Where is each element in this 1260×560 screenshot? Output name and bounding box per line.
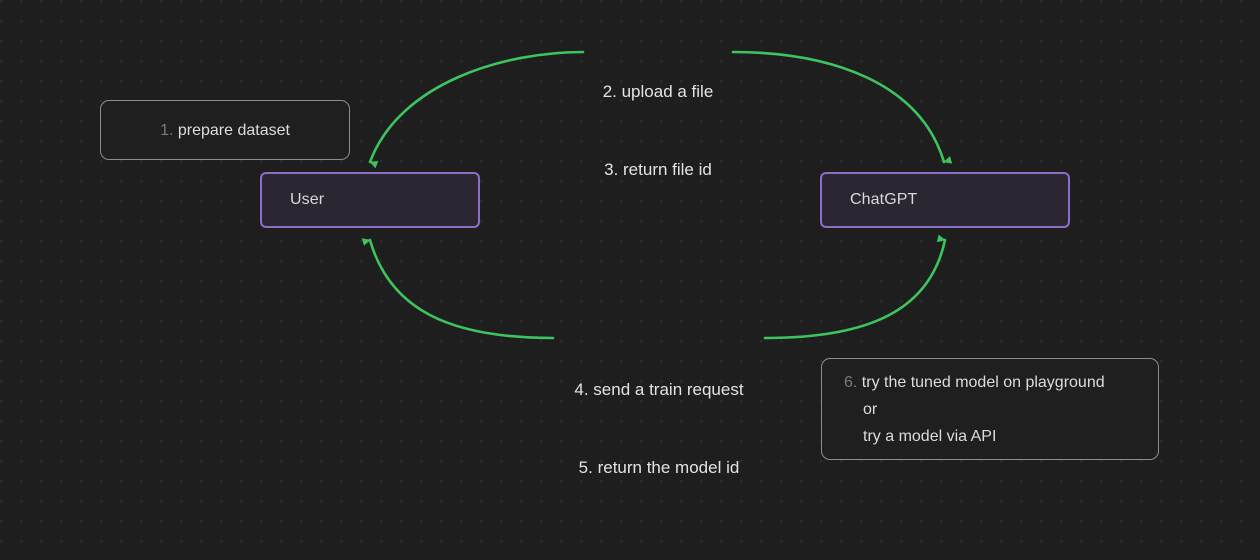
edge-label-user-to-chatgpt: 2. upload a file 3. return file id: [583, 27, 733, 235]
note-try-model-line1-text: try the tuned model on playground: [861, 373, 1105, 391]
note-try-model-line2: or: [844, 396, 1136, 423]
note-prepare-dataset-body: 1. prepare dataset: [101, 117, 349, 144]
node-chatgpt[interactable]: ChatGPT: [820, 172, 1070, 228]
edge-label-chatgpt-to-user-line2: 5. return the model id: [578, 458, 740, 477]
edge-path-chatgpt-to-user-left: [361, 238, 555, 340]
edge-path-user-to-chatgpt-right: [731, 50, 953, 164]
note-prepare-dataset-label: prepare dataset: [177, 121, 290, 139]
edge-label-user-to-chatgpt-line2: 3. return file id: [604, 160, 712, 179]
note-prepare-dataset[interactable]: 1. prepare dataset: [100, 100, 350, 160]
edge-label-user-to-chatgpt-line1: 2. upload a file: [602, 82, 714, 101]
note-try-model-line3: try a model via API: [844, 423, 1136, 450]
note-try-model-line1: 6. try the tuned model on playground: [844, 369, 1136, 396]
node-chatgpt-label: ChatGPT: [850, 191, 918, 208]
note-try-model-line3-text: try a model via API: [863, 427, 997, 445]
note-try-model[interactable]: 6. try the tuned model on playground or …: [821, 358, 1159, 460]
node-user-label: User: [290, 191, 325, 208]
edge-path-user-to-chatgpt-left: [368, 50, 585, 169]
edge-label-chatgpt-to-user: 4. send a train request 5. return the mo…: [547, 325, 771, 533]
note-try-model-body: 6. try the tuned model on playground or …: [822, 369, 1158, 450]
node-user[interactable]: User: [260, 172, 480, 228]
edge-path-chatgpt-to-user-right: [763, 234, 947, 340]
note-prepare-dataset-index: 1.: [160, 121, 174, 139]
note-try-model-line2-text: or: [863, 400, 878, 418]
note-prepare-dataset-line: 1. prepare dataset: [123, 117, 327, 144]
note-try-model-index: 6.: [844, 373, 862, 391]
edge-label-chatgpt-to-user-line1: 4. send a train request: [574, 380, 744, 399]
